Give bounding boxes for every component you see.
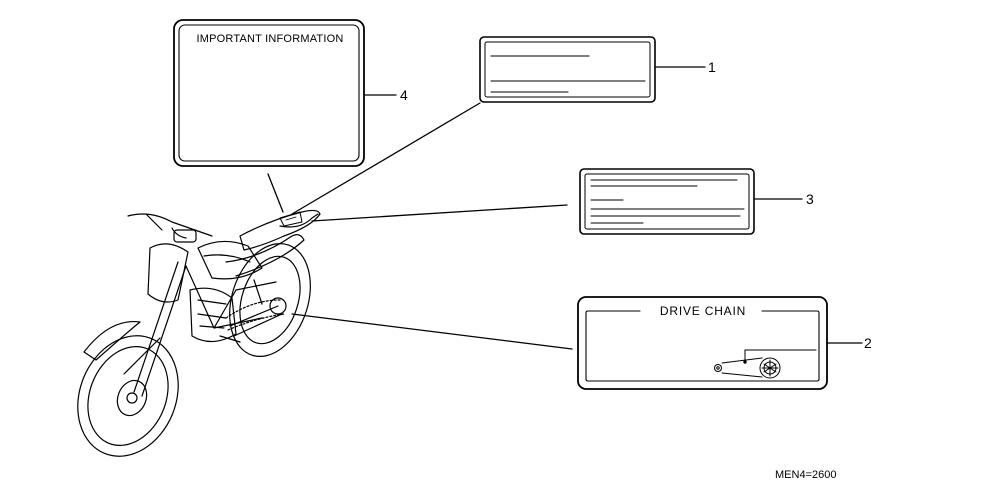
motorcycle-drawing-icon [77, 209, 321, 457]
diagram-code: MEN4=2600 [775, 469, 836, 481]
label-3-text-label [579, 168, 755, 235]
label-3-pointer-line [311, 204, 568, 222]
front-tire [77, 335, 179, 457]
callout-1-number: 1 [708, 59, 716, 75]
label-4-important-information: IMPORTANT INFORMATION [173, 19, 365, 167]
drive-chain-icon [714, 349, 817, 379]
label-1-inner-border [484, 41, 651, 98]
label-3-outer-border [579, 168, 755, 235]
label-4-inner-border [178, 24, 360, 162]
label-2-drive-chain: DRIVE CHAIN [577, 296, 828, 390]
label-4-pointer-line [267, 173, 284, 213]
label-2-pointer-line [291, 313, 573, 350]
label-1-text-lines [490, 55, 646, 93]
label-4-outer-border [173, 19, 365, 167]
callout-4-number: 4 [400, 87, 408, 103]
label-2-title: DRIVE CHAIN [660, 304, 746, 318]
label-1-text-label [479, 36, 656, 103]
callout-2-number: 2 [864, 335, 872, 351]
front-rim [87, 346, 169, 446]
label-1-outer-border [479, 36, 656, 103]
label-4-title: IMPORTANT INFORMATION [197, 33, 344, 45]
callout-3-number: 3 [806, 191, 814, 207]
label-1-pointer-line [291, 102, 481, 215]
label-3-inner-border [584, 173, 750, 230]
label-2-inner-border [585, 310, 820, 382]
rear-tire [229, 243, 311, 357]
label-3-text-lines [590, 179, 745, 224]
